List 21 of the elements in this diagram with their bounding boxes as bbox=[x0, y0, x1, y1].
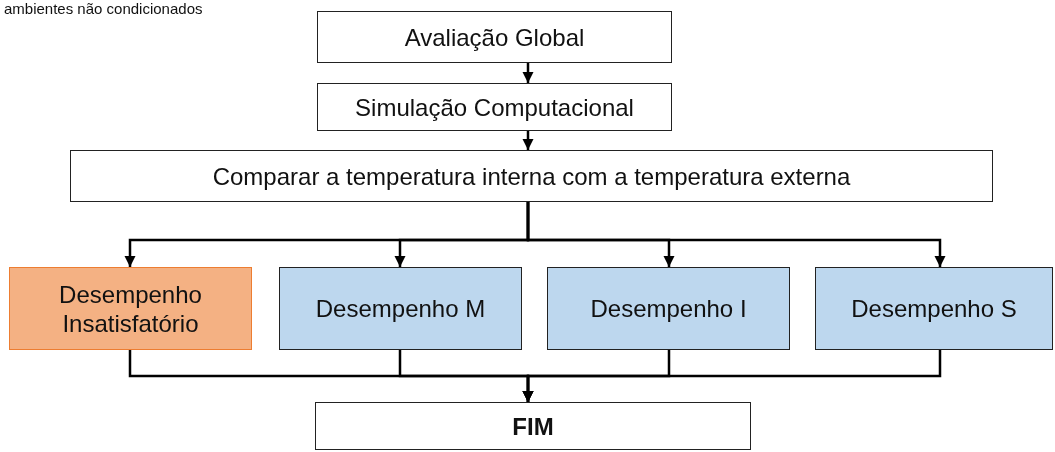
box-label: FIM bbox=[512, 411, 554, 441]
arrow bbox=[522, 131, 534, 150]
process-box bbox=[815, 267, 1053, 350]
box-label: Desempenho S bbox=[851, 294, 1017, 323]
box-label: Avaliação Global bbox=[404, 22, 585, 52]
box-label: Simulação Computacional bbox=[355, 92, 634, 122]
arrow bbox=[522, 350, 942, 402]
arrow bbox=[526, 202, 946, 267]
process-box bbox=[317, 11, 672, 63]
process-box bbox=[315, 402, 751, 450]
arrow bbox=[522, 63, 534, 83]
box-label: Desempenho Insatisfatório bbox=[58, 279, 203, 338]
box-label: Desempenho I bbox=[590, 294, 747, 323]
process-box bbox=[317, 83, 672, 131]
process-box bbox=[547, 267, 790, 350]
process-box bbox=[279, 267, 522, 350]
process-box bbox=[70, 150, 993, 202]
note-text: ambientes não condicionados bbox=[4, 0, 203, 17]
box-label: Comparar a temperatura interna com a temperatura externa bbox=[212, 161, 851, 191]
box-label: Desempenho M bbox=[315, 294, 486, 323]
process-box bbox=[9, 267, 252, 350]
